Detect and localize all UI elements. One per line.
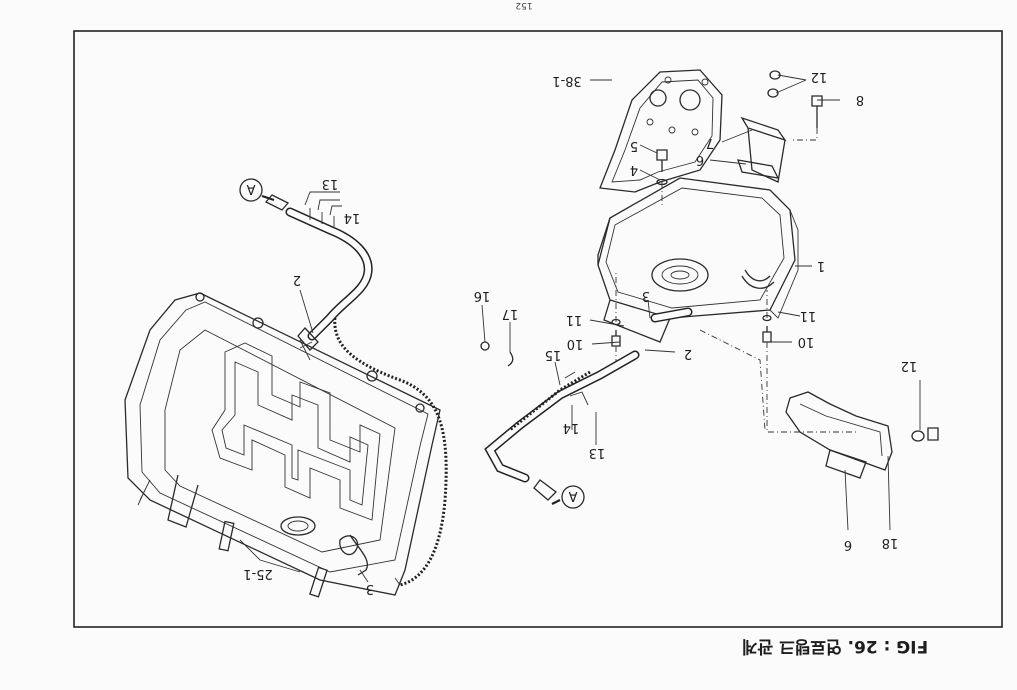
fuel-tank-upper-view bbox=[480, 69, 939, 501]
label-part-7: 7 bbox=[706, 135, 714, 150]
label-part-2: 2 bbox=[293, 272, 301, 287]
label-part-6: 6 bbox=[696, 152, 704, 167]
label-part-13: 13 bbox=[589, 445, 606, 460]
label-part-18: 18 bbox=[882, 535, 899, 550]
label-part-11: 11 bbox=[566, 312, 583, 327]
label-part-10: 10 bbox=[567, 336, 584, 351]
label-part-6: 6 bbox=[844, 537, 852, 552]
reference-mark-a-lower: A bbox=[551, 485, 585, 509]
label-part-3: 3 bbox=[366, 581, 374, 596]
label-part-1: 1 bbox=[817, 258, 825, 273]
label-part-17: 17 bbox=[502, 306, 519, 321]
label-part-38-1: 38-1 bbox=[552, 73, 582, 88]
part-labels: 1 2 2 3 3 4 5 6 6 7 8 18 10 10 11 11 12 … bbox=[243, 69, 917, 596]
label-part-12: 12 bbox=[901, 358, 918, 373]
figure-frame bbox=[73, 30, 1003, 628]
label-part-15: 15 bbox=[545, 347, 562, 362]
label-part-13: 13 bbox=[322, 176, 339, 191]
fuel-tank-lower-view bbox=[124, 194, 448, 598]
figure-caption: FIG : 26. 연료탱크 관계 bbox=[742, 636, 928, 656]
label-part-2: 2 bbox=[684, 346, 692, 361]
reference-mark-a-upper: A bbox=[239, 178, 275, 202]
svg-text:A: A bbox=[246, 181, 255, 196]
label-part-11: 11 bbox=[800, 308, 817, 323]
label-part-14: 14 bbox=[344, 210, 361, 225]
label-part-10: 10 bbox=[798, 334, 815, 349]
label-part-5: 5 bbox=[630, 138, 638, 153]
label-part-8: 8 bbox=[856, 92, 864, 107]
label-part-25-1: 25-1 bbox=[243, 566, 273, 581]
label-part-14: 14 bbox=[563, 420, 580, 435]
label-part-16: 16 bbox=[474, 288, 491, 303]
label-part-12: 12 bbox=[811, 69, 828, 84]
leader-lines bbox=[239, 74, 921, 583]
label-part-3: 3 bbox=[642, 288, 650, 303]
label-part-4: 4 bbox=[630, 162, 638, 177]
svg-text:A: A bbox=[568, 488, 577, 503]
page-number: 152 bbox=[515, 0, 532, 10]
